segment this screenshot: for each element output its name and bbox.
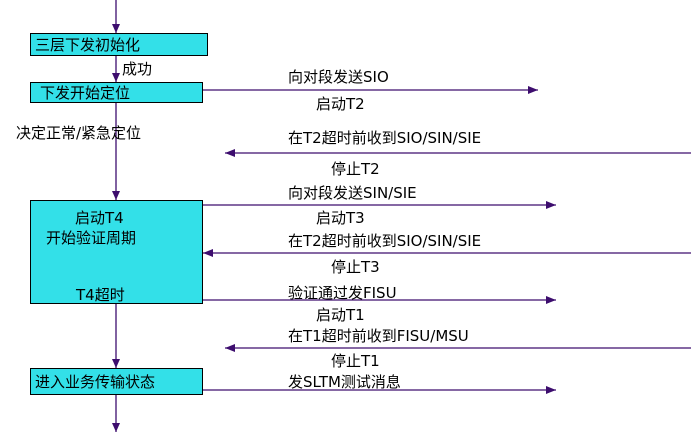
message-arrow-7 xyxy=(203,386,556,394)
box-verify-period: 启动T4 开始验证周期 T4超时 xyxy=(30,200,203,304)
message-3-top: 向对段发送SIN/SIE xyxy=(288,184,417,202)
message-arrow-6 xyxy=(225,344,691,352)
message-6-bottom: 停止T1 xyxy=(331,352,380,370)
message-7-top: 发SLTM测试消息 xyxy=(288,373,401,391)
message-1-bottom: 启动T2 xyxy=(316,95,365,113)
box-start-alignment-label: 下发开始定位 xyxy=(40,84,131,102)
box-verify-line3: T4超时 xyxy=(76,286,125,304)
main-flow-line xyxy=(112,0,120,432)
message-2-bottom: 停止T2 xyxy=(331,160,380,178)
box-layer3-init-label: 三层下发初始化 xyxy=(35,36,141,54)
message-4-top: 在T2超时前收到SIO/SIN/SIE xyxy=(288,232,482,250)
message-3-bottom: 启动T3 xyxy=(316,209,365,227)
message-4-bottom: 停止T3 xyxy=(331,258,380,276)
message-2-top: 在T2超时前收到SIO/SIN/SIE xyxy=(288,129,482,147)
label-decide-alignment: 决定正常/紧急定位 xyxy=(16,124,142,142)
message-arrow-3 xyxy=(203,201,556,209)
box-in-service: 进入业务传输状态 xyxy=(30,368,203,395)
message-arrow-4 xyxy=(203,249,691,257)
message-6-top: 在T1超时前收到FISU/MSU xyxy=(288,327,469,345)
message-arrow-2 xyxy=(225,149,691,157)
box-verify-line2: 开始验证周期 xyxy=(46,229,137,247)
message-arrow-1 xyxy=(203,86,538,94)
message-arrow-5 xyxy=(203,296,556,304)
message-5-bottom: 启动T1 xyxy=(316,306,365,324)
message-1-top: 向对段发送SIO xyxy=(288,68,389,86)
box-start-alignment: 下发开始定位 xyxy=(30,82,203,103)
message-5-top: 验证通过发FISU xyxy=(288,284,397,302)
box-verify-line1: 启动T4 xyxy=(75,209,124,227)
label-success: 成功 xyxy=(122,60,153,78)
box-layer3-init: 三层下发初始化 xyxy=(30,33,208,56)
box-in-service-label: 进入业务传输状态 xyxy=(35,373,156,391)
